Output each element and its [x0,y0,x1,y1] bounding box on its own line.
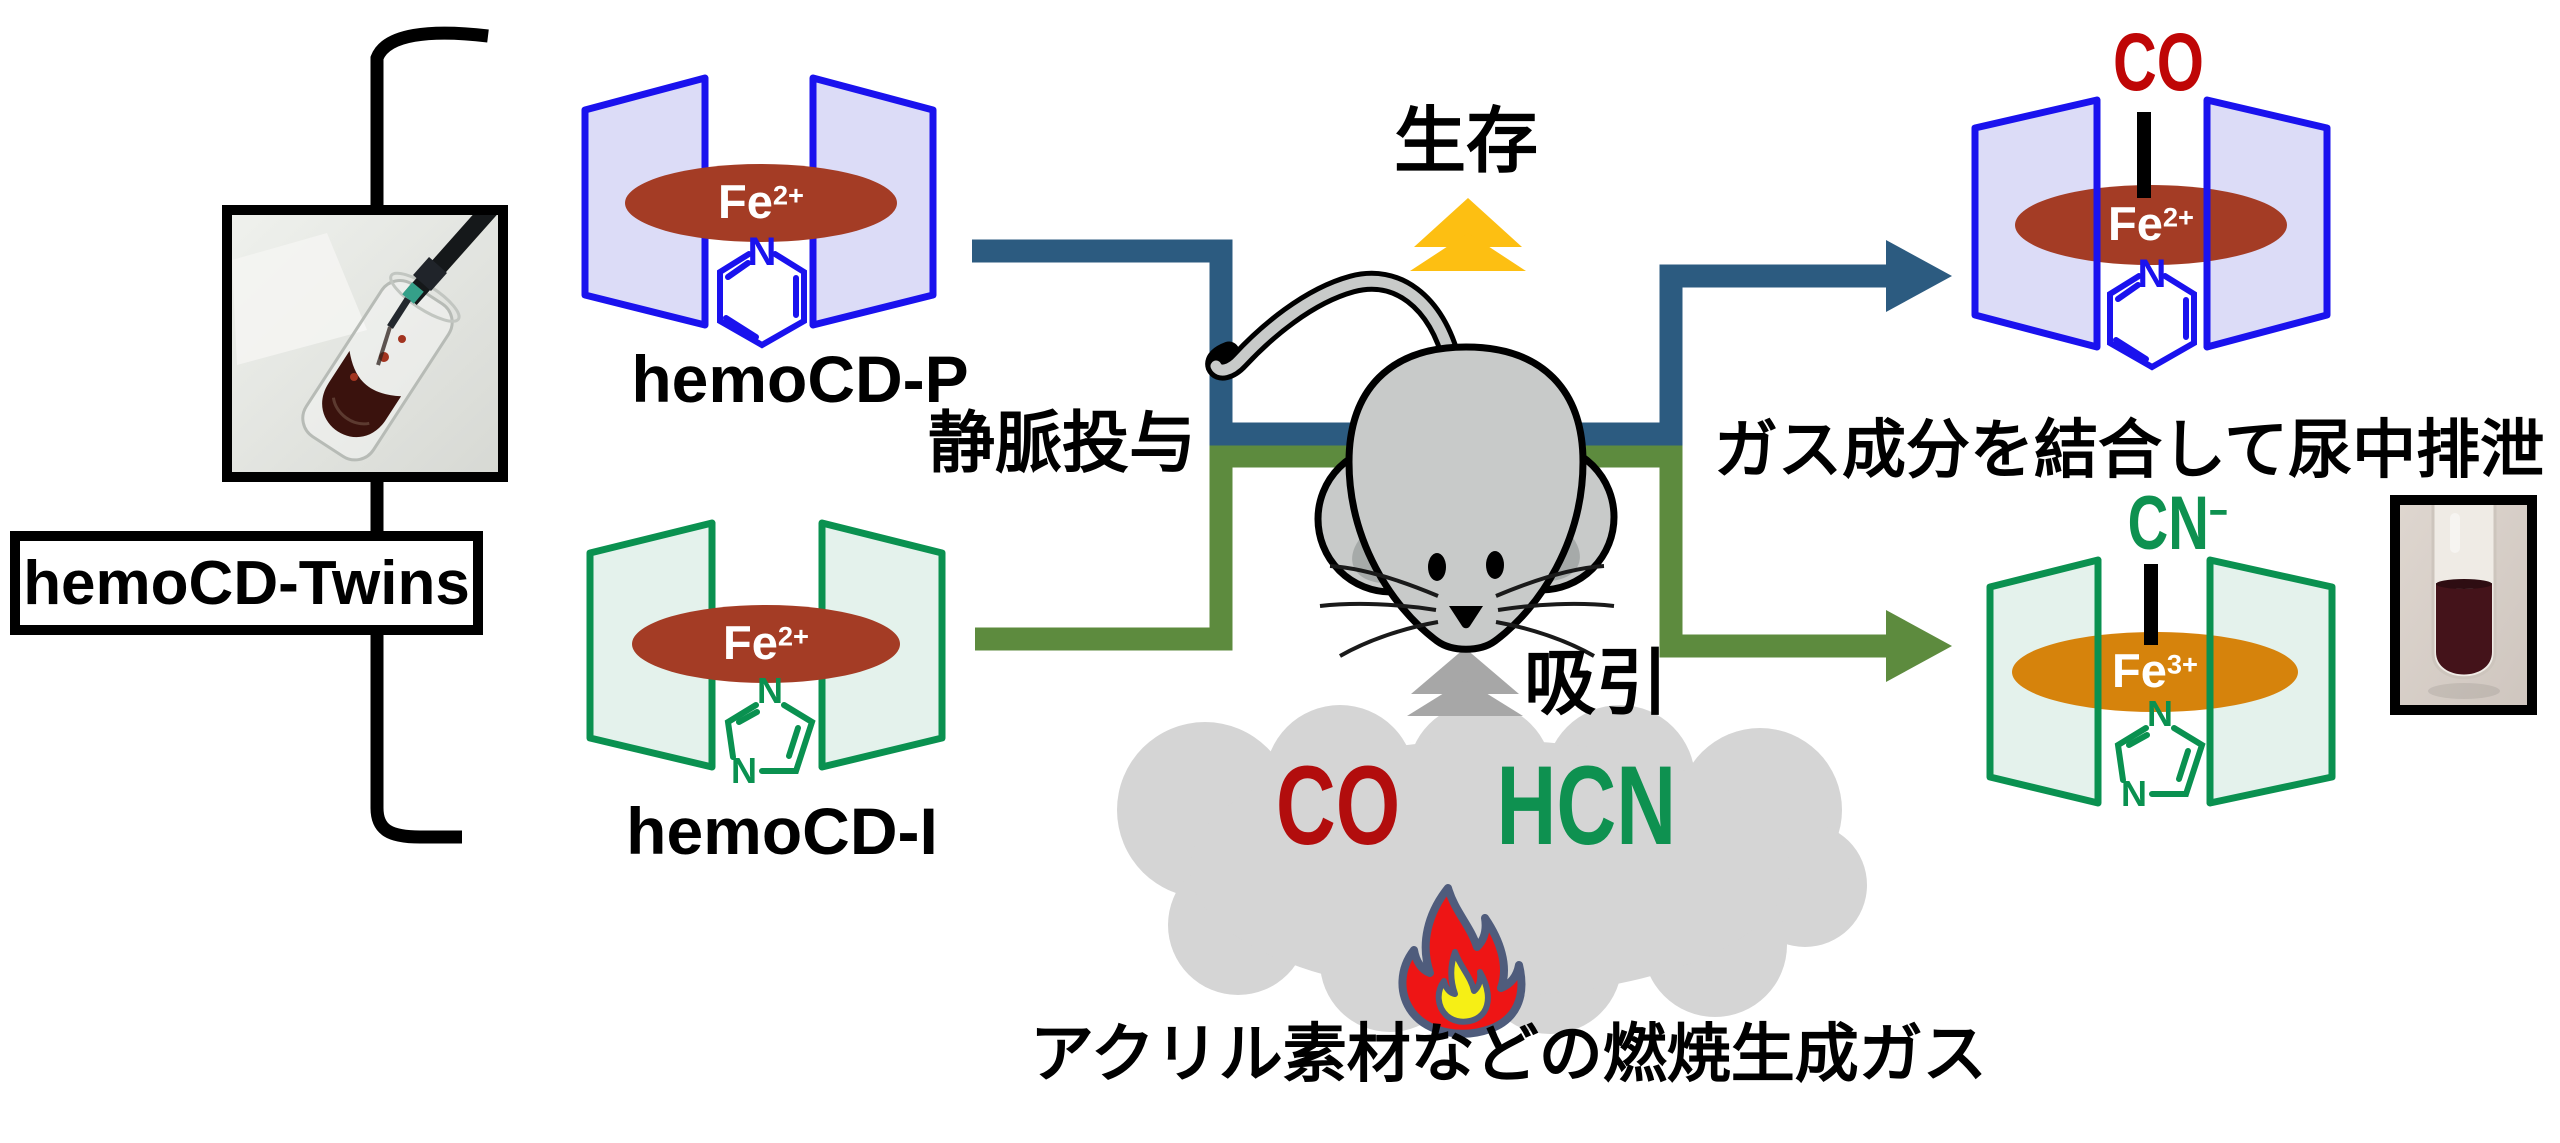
fe3-label-cn-adduct: Fe3+ [2112,644,2198,698]
smoke-cloud [1117,703,1867,1034]
mouse-illustration [1205,270,1618,658]
co-adduct-structure: N [1971,96,2331,371]
vial-mixing-photo [222,205,508,482]
excretion-label: ガス成分を結合して尿中排泄 [1714,414,2545,486]
heme-fe2-ellipse [625,164,897,242]
fe2-label-hemocd-p: Fe2+ [718,175,804,229]
imidazole-ring-icon [2114,725,2206,797]
urine-tube-photo [2390,495,2537,715]
inhalation-label: 吸引 [1524,644,1669,724]
imidazole-n-top: N [757,670,783,711]
fe2-label-co-adduct: Fe2+ [2108,197,2194,251]
group-label-box: hemoCD-Twins [10,531,483,635]
mouse-whiskers [1319,564,1615,658]
mouse-tail [1210,275,1458,376]
cloud-co-label: CO [1275,743,1401,868]
combustion-gas-label: アクリル素材などの燃焼生成ガス [1030,1018,1987,1090]
mouse-nose [1449,606,1483,629]
imidazole-n-bottom: N [731,750,757,791]
pyridine-ring-icon [2107,273,2197,371]
hemocd-i-structure: N N [586,519,946,791]
imidazole-n-top: N [2147,693,2173,734]
survival-label: 生存 [1393,102,1538,182]
pyridine-ring-icon [717,251,807,349]
heme-fe3-ellipse [2012,632,2298,712]
survival-arrow-icon [1410,198,1526,271]
flame-icon [1398,884,1526,1038]
mouse-eye-right [1486,551,1504,579]
hemocd-i-label: hemoCD-I [626,794,938,868]
bound-co-label: CO [2112,17,2204,108]
imidazole-ring-icon [724,702,816,774]
group-bracket [370,26,489,844]
hemocd-p-structure: N [581,74,937,349]
hemocd-p-label: hemoCD-P [631,342,969,416]
inhalation-arrow-icon [1407,648,1523,716]
group-label: hemoCD-Twins [23,548,470,618]
iv-administration-label: 静脈投与 [928,406,1196,481]
pyridine-n-label: N [748,230,777,274]
heme-fe2-ellipse [632,605,900,683]
pyridine-n-label: N [2138,252,2167,296]
cn-adduct-structure: N N [1986,556,2336,814]
mouse-eye-left [1428,553,1446,581]
cloud-hcn-label: HCN [1496,743,1676,868]
imidazole-n-bottom: N [2121,773,2147,814]
mouse-body [1345,343,1587,653]
bound-cn-label: CN− [2127,481,2229,566]
fe2-label-hemocd-i: Fe2+ [723,616,809,670]
heme-fe2-ellipse [2015,185,2287,265]
